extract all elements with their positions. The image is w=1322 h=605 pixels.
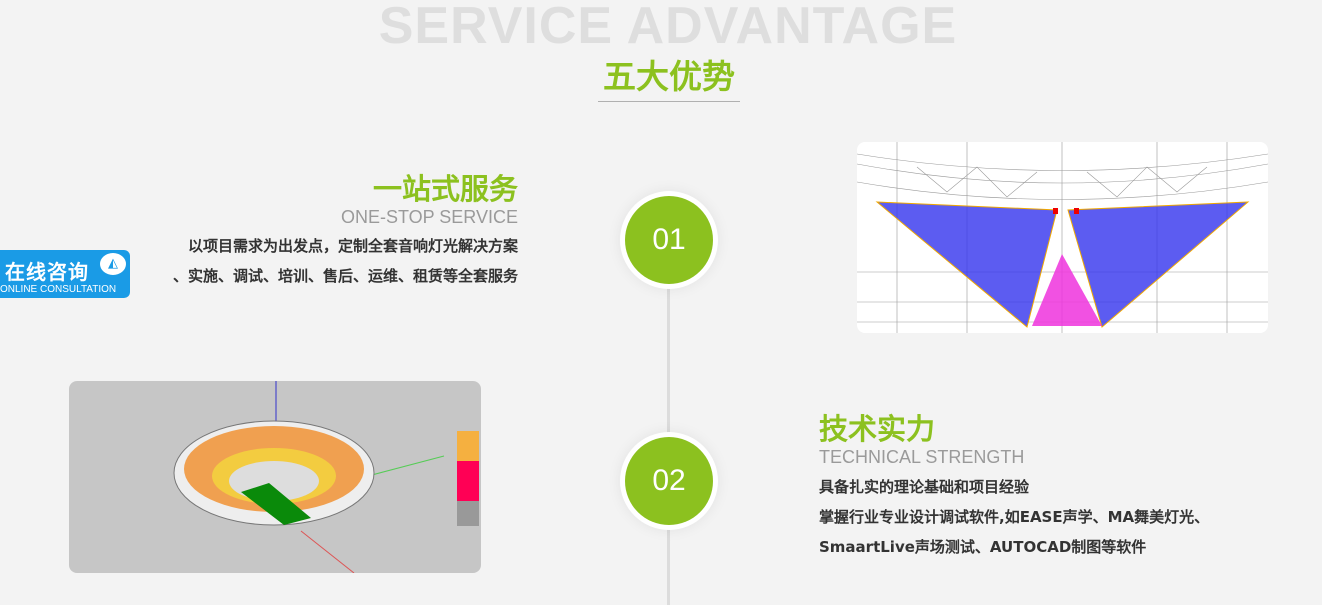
step-number: 02 bbox=[625, 437, 713, 525]
advantage-one-stop: 一站式服务 ONE-STOP SERVICE 以项目需求为出发点，定制全套音响灯… bbox=[173, 172, 518, 291]
step-number: 01 bbox=[625, 196, 713, 284]
advantage-line: SmaartLive声场测试、AUTOCAD制图等软件 bbox=[819, 538, 1147, 556]
advantage-subtitle: ONE-STOP SERVICE bbox=[340, 207, 518, 227]
advantage-line: 以项目需求为出发点，定制全套音响灯光解决方案 bbox=[187, 237, 518, 255]
consult-label: 在线咨询 bbox=[5, 260, 89, 284]
advantage-title: 一站式服务 bbox=[372, 172, 518, 206]
section-title: 五大优势 bbox=[603, 57, 735, 96]
advantage-technical: 技术实力 TECHNICAL STRENGTH 具备扎实的理论基础和项目经验 掌… bbox=[819, 412, 1209, 562]
advantage-line: 掌握行业专业设计调试软件,如EASE声学、MA舞美灯光、 bbox=[819, 508, 1210, 526]
advantage-title: 技术实力 bbox=[819, 412, 936, 446]
consult-sublabel: ONLINE CONSULTATION bbox=[0, 284, 117, 295]
advantage-line: 具备扎实的理论基础和项目经验 bbox=[819, 478, 1030, 496]
stadium-section-drawing-image bbox=[857, 142, 1268, 333]
online-consultation-button[interactable]: 在线咨询 ◭ ONLINE CONSULTATION bbox=[0, 250, 130, 298]
advantage-subtitle: TECHNICAL STRENGTH bbox=[819, 447, 1025, 467]
step-badge-02: 02 bbox=[620, 432, 718, 530]
step-badge-01: 01 bbox=[620, 191, 718, 289]
advantage-line: 、实施、调试、培训、售后、运维、租赁等全套服务 bbox=[172, 267, 518, 285]
section-bg-title: SERVICE ADVANTAGE bbox=[378, 0, 958, 55]
acoustic-simulation-image bbox=[69, 381, 481, 573]
chat-bubble-icon: ◭ bbox=[100, 253, 126, 275]
title-divider bbox=[598, 101, 740, 102]
